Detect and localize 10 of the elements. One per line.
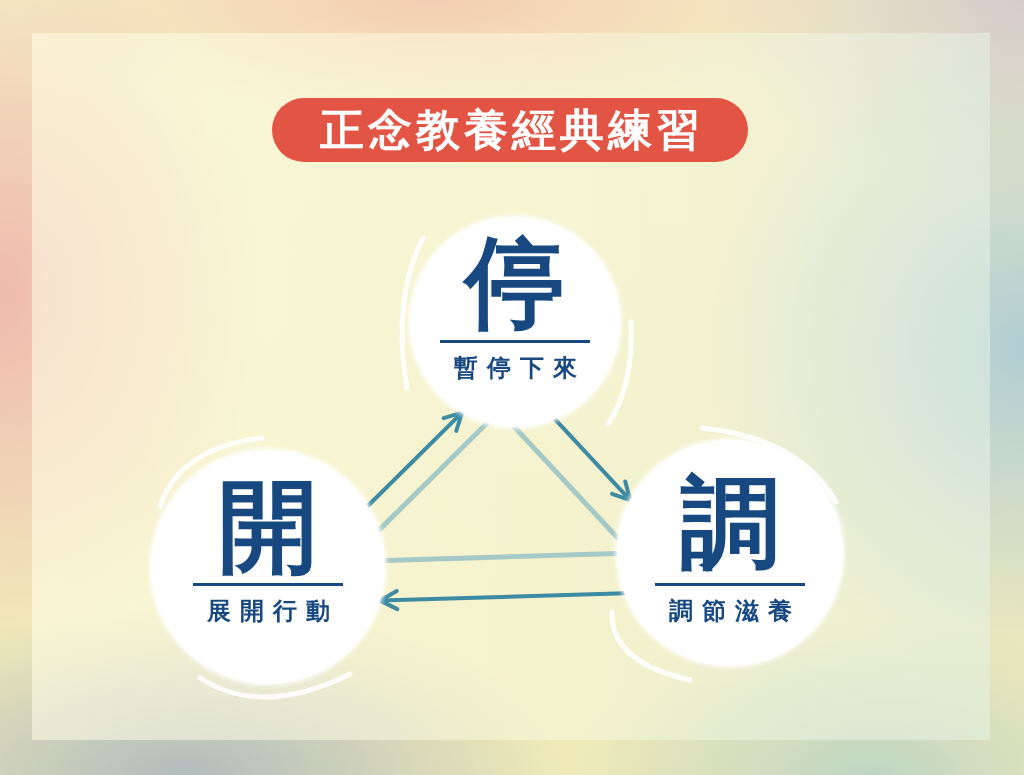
step-caption: 展開行動 [205, 599, 339, 623]
title-banner: 正念教養經典練習 [272, 98, 748, 162]
arrow [378, 589, 627, 612]
step-caption: 暫停下來 [452, 356, 586, 380]
connector-line [376, 420, 490, 533]
arrow [365, 410, 464, 508]
step-caption: 調節滋養 [667, 599, 801, 623]
step-character: 開 [218, 477, 318, 577]
step-circle [410, 217, 620, 427]
arrow [552, 417, 633, 503]
